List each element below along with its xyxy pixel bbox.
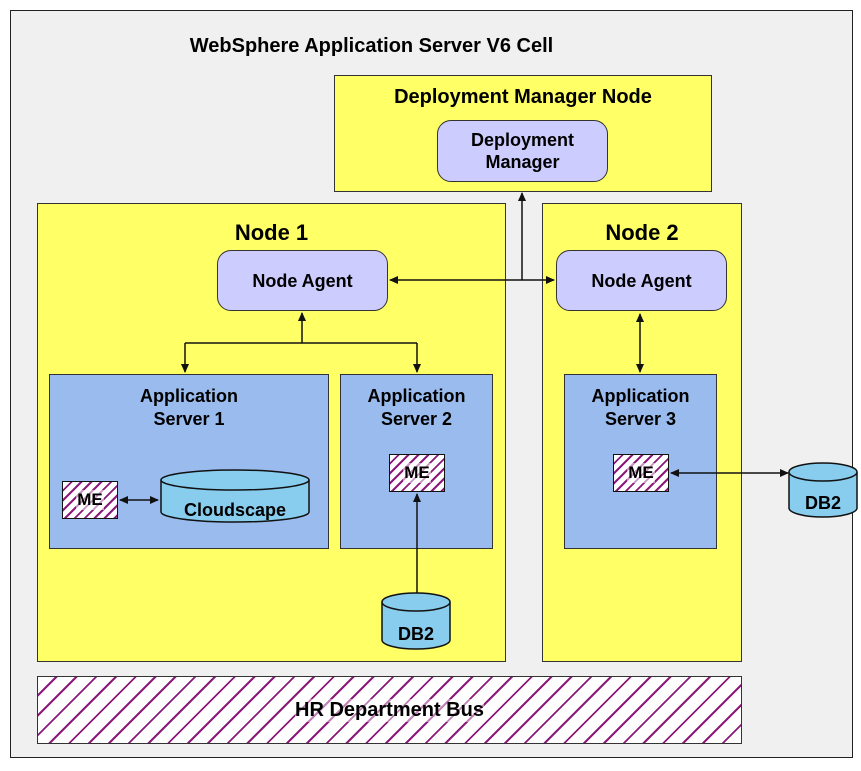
node2-agent-label: Node Agent <box>591 270 692 291</box>
server3-title-line2: Server 3 <box>604 409 677 429</box>
node2-title: Node 2 <box>605 220 679 245</box>
server2-title-line1: Application <box>367 386 466 406</box>
node1-agent-label: Node Agent <box>252 270 353 291</box>
server1-me[interactable]: ME <box>62 481 118 519</box>
server2-me[interactable]: ME <box>389 454 445 492</box>
server2-me-label: ME <box>403 463 431 483</box>
server3-db2-database[interactable]: DB2 <box>788 462 858 518</box>
node1-node-agent[interactable]: Node Agent <box>217 250 388 311</box>
bus-label: HR Department Bus <box>295 698 484 722</box>
server2-db2-database[interactable]: DB2 <box>381 592 451 650</box>
dmgr-label-line2: Manager <box>485 152 560 172</box>
server1-title-line1: Application <box>140 386 238 406</box>
server3-me[interactable]: ME <box>613 454 669 492</box>
cloudscape-database[interactable]: Cloudscape <box>160 469 310 523</box>
deployment-manager-box[interactable]: Deployment Manager <box>437 120 608 182</box>
server2-db2-label: DB2 <box>398 624 434 644</box>
cloudscape-label: Cloudscape <box>184 500 286 520</box>
server3-db2-label: DB2 <box>805 493 841 513</box>
node2-node-agent[interactable]: Node Agent <box>556 250 727 311</box>
dmgr-label-line1: Deployment <box>470 130 575 150</box>
server3-title-line1: Application <box>591 386 690 406</box>
dmgr-node-title: Deployment Manager Node <box>394 86 652 108</box>
server1-title-line2: Server 1 <box>153 409 225 429</box>
server1-me-label: ME <box>76 490 104 510</box>
server2-title-line2: Server 2 <box>380 409 453 429</box>
cell-title: WebSphere Application Server V6 Cell <box>189 35 554 57</box>
node1-title: Node 1 <box>234 220 309 245</box>
hr-department-bus[interactable]: HR Department Bus <box>37 676 742 744</box>
server3-me-label: ME <box>627 463 655 483</box>
